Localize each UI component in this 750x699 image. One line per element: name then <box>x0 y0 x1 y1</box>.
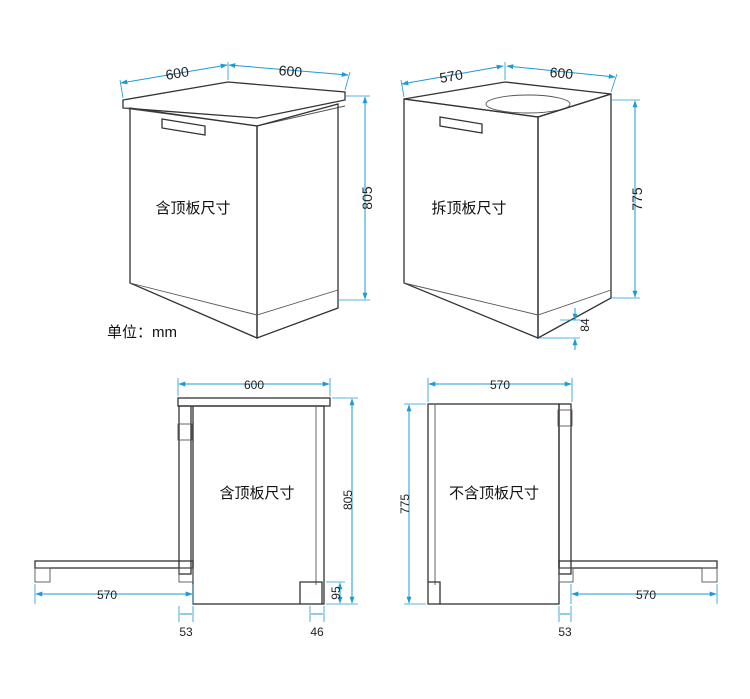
iso-right-appliance: 拆顶板尺寸 <box>403 81 612 340</box>
side-left-plinth-label: 95 <box>329 586 343 600</box>
side-right-height-label: 775 <box>398 494 412 514</box>
iso-left-dimensions: 600 600 805 <box>119 62 375 301</box>
iso-right-tub-opening <box>485 94 571 114</box>
side-left-rear-label: 46 <box>310 625 324 639</box>
side-left-caption: 含顶板尺寸 <box>219 484 294 502</box>
iso-left-depth-label: 600 <box>278 62 303 80</box>
side-left-open-door <box>34 560 194 569</box>
iso-left-front-face <box>129 107 258 339</box>
iso-left-height-label: 805 <box>359 186 375 210</box>
iso-right-height-label: 775 <box>629 187 645 211</box>
side-right-open-door <box>558 560 718 569</box>
iso-left-width-line <box>120 63 228 85</box>
side-right-appliance: 不含顶板尺寸 <box>427 403 718 605</box>
iso-right-dimensions: 570 600 775 84 <box>400 62 645 350</box>
side-left-door <box>178 405 192 575</box>
side-left-body <box>192 405 325 605</box>
iso-right-plinth <box>403 282 612 316</box>
iso-right-front-face <box>403 98 539 339</box>
side-left-depth-label: 600 <box>244 378 264 392</box>
iso-right-width-line <box>401 64 504 86</box>
iso-left-caption: 含顶板尺寸 <box>155 199 230 217</box>
side-right-dimensions: 570 775 570 53 <box>398 378 718 639</box>
side-left-offset-label: 53 <box>179 625 193 639</box>
iso-left-plinth <box>129 282 339 316</box>
side-right-body <box>427 403 560 605</box>
iso-left-width-label: 600 <box>164 63 190 83</box>
side-left-open-label: 570 <box>97 588 117 602</box>
iso-right-depth-line <box>506 64 616 79</box>
iso-right-plinth-label: 84 <box>578 318 592 332</box>
side-right-offset-label: 53 <box>558 625 572 639</box>
side-left-top-panel <box>177 397 331 407</box>
side-right-caption: 不含顶板尺寸 <box>449 484 539 502</box>
side-right-depth-label: 570 <box>490 378 510 392</box>
side-right-door <box>558 403 572 575</box>
side-left-height-label: 805 <box>341 490 355 510</box>
iso-left-depth-line <box>228 63 349 77</box>
side-left-appliance: 含顶板尺寸 <box>34 397 331 605</box>
iso-right-depth-label: 600 <box>549 64 574 82</box>
iso-left-side-face <box>256 103 339 339</box>
iso-left-appliance: 含顶板尺寸 <box>122 81 346 339</box>
iso-right-caption: 拆顶板尺寸 <box>431 199 506 217</box>
iso-right-handle <box>439 116 483 134</box>
side-left-dimensions: 600 805 95 570 53 46 <box>34 378 358 639</box>
iso-right-width-label: 570 <box>438 66 464 86</box>
iso-right-side-face <box>537 93 612 340</box>
side-right-rear-foot <box>428 581 441 604</box>
side-left-rear-foot <box>299 581 323 604</box>
unit-label: 单位：mm <box>107 324 177 341</box>
iso-left-handle <box>161 118 206 136</box>
side-right-open-label: 570 <box>636 588 656 602</box>
